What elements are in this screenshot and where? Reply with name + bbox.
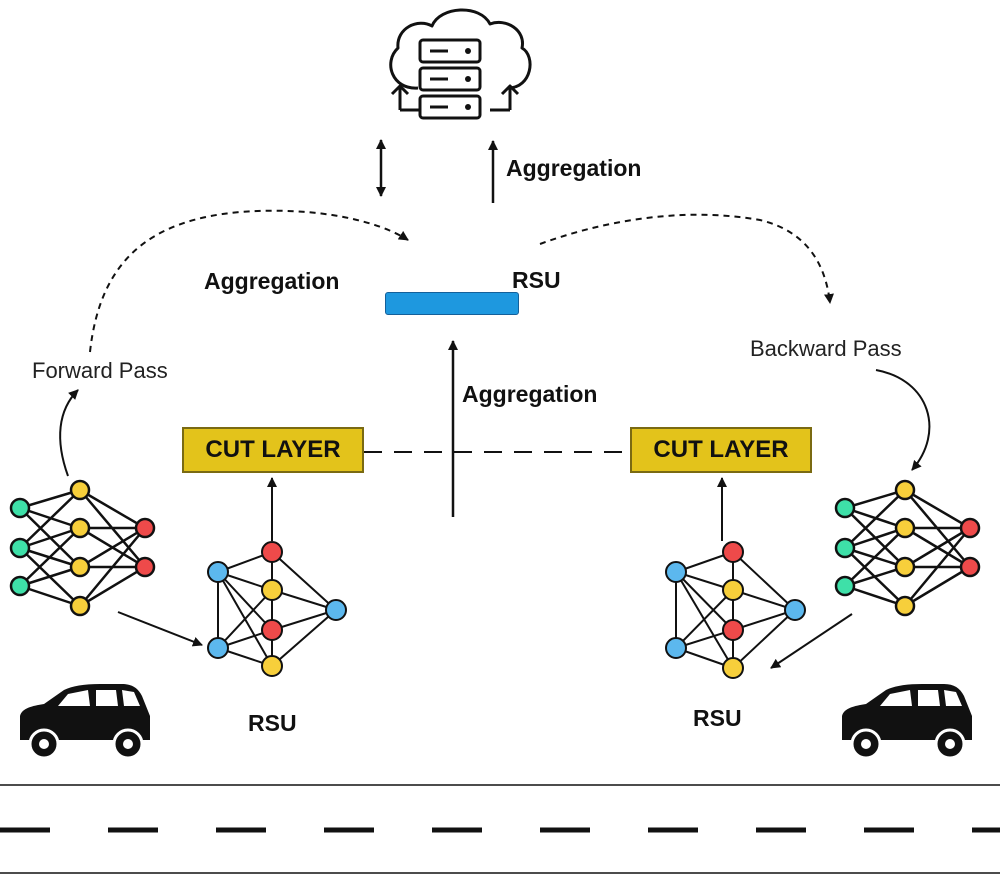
rsu-label-right: RSU	[693, 705, 742, 731]
cut-layer-box-left: CUT LAYER	[182, 427, 364, 473]
forward-pass-dashed-arrow	[89, 209, 409, 353]
neural-network-icon-rsu-left	[207, 541, 347, 677]
neural-network-icon-rsu-right	[665, 541, 806, 679]
rsu-label-top: RSU	[512, 267, 561, 293]
aggregation-label-left: Aggregation	[204, 268, 340, 294]
backward-pass-dashed-arrow	[539, 213, 834, 304]
forward-pass-arrow	[59, 389, 79, 477]
rsu-label-left: RSU	[248, 710, 297, 736]
vehicle-to-rsu-arrow-left	[117, 611, 203, 647]
cloud-server-icon	[389, 8, 532, 120]
backward-pass-arrow	[875, 369, 931, 471]
neural-network-icon-left	[9, 479, 156, 617]
forward-pass-label: Forward Pass	[32, 358, 168, 383]
backward-pass-label: Backward Pass	[750, 336, 902, 361]
neural-network-icon-right	[834, 479, 981, 617]
cut-layer-box-right: CUT LAYER	[630, 427, 812, 473]
rsu-bar	[385, 292, 519, 315]
aggregation-label-mid: Aggregation	[462, 381, 598, 407]
car-icon-right	[842, 684, 972, 760]
aggregation-label-top: Aggregation	[506, 155, 642, 181]
car-icon-left	[20, 684, 150, 760]
vehicle-to-rsu-arrow-right	[770, 613, 853, 669]
